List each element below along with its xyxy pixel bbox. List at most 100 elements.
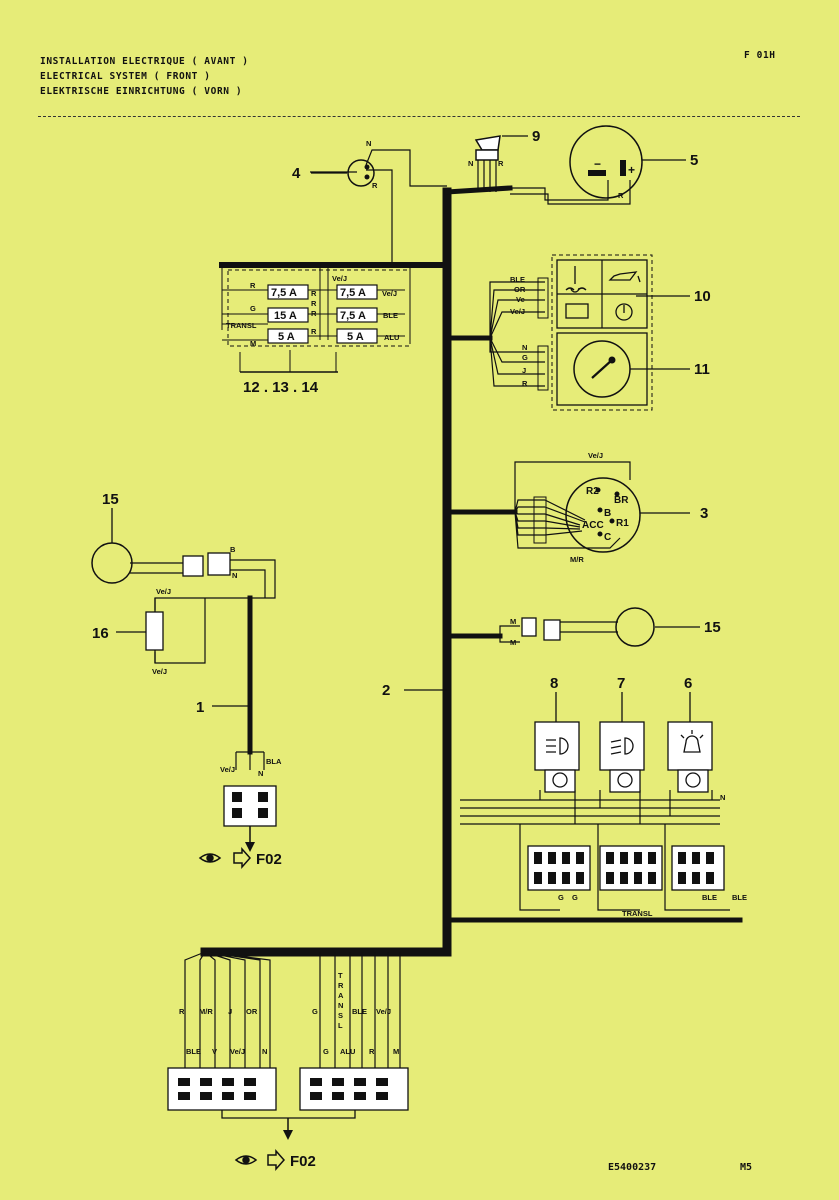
bl-top-3: OR	[246, 1007, 258, 1016]
ref-arrow-upper-head	[245, 842, 255, 852]
ign-b: B	[604, 508, 611, 519]
callout-16: 16	[92, 625, 109, 642]
ref-label-lower: F02	[290, 1153, 316, 1170]
fb-wire-left-1: G	[250, 304, 256, 313]
bl-top-0: R	[179, 1007, 185, 1016]
lb-wire-ble2: BLE	[732, 893, 747, 902]
m15r-wire-m1: M	[510, 617, 516, 626]
voltmeter-5	[569, 125, 643, 199]
h9-wire-n: N	[468, 159, 473, 168]
low-beam-icon	[610, 737, 634, 755]
eye-icon	[198, 853, 222, 863]
battery-minus-sign: −	[594, 157, 601, 171]
motor-15-right	[521, 607, 655, 647]
r16-wire-vej-bottom: Ve/J	[152, 667, 167, 676]
see-ref-upper: F02	[198, 847, 282, 869]
lamp-block-labels: G G TRANSL BLE BLE N	[558, 793, 747, 918]
battery-charge-icon	[565, 303, 589, 319]
lc-wire-n: N	[258, 769, 263, 778]
lamp-icons	[546, 730, 704, 755]
h9-wire-r: R	[498, 159, 504, 168]
fb-wire-right-0: Ve/J	[382, 289, 397, 298]
callout-11: 11	[694, 361, 710, 378]
bl-low-2: Ve/J	[230, 1047, 245, 1056]
bl-low-3: N	[262, 1047, 267, 1056]
callout-1: 1	[196, 699, 204, 716]
title-french: INSTALLATION ELECTRIQUE ( AVANT )	[40, 56, 249, 67]
callout-3: 3	[700, 505, 708, 522]
lc-wire-bla: BLA	[266, 757, 282, 766]
left-labels: B N Ve/J Ve/J Ve/J N BLA	[152, 545, 282, 778]
fb-wire-right-3: ALU	[384, 333, 399, 342]
fb-wire-mid-2: R	[311, 309, 317, 318]
fuse-box	[221, 265, 411, 373]
fb-wire-left-0: R	[250, 281, 256, 290]
m15l-wire-b: B	[230, 545, 236, 554]
page-code: F 01H	[744, 50, 776, 61]
br-low-3: M	[393, 1047, 399, 1056]
connector-blocks	[527, 845, 725, 891]
ign-r2: R2	[586, 486, 599, 497]
v5-wire-r: R	[618, 191, 624, 200]
cl-wire-or: OR	[514, 285, 526, 294]
ref-label-upper: F02	[256, 851, 282, 868]
lb-wire-g2: G	[572, 893, 578, 902]
cl-wire-r: R	[522, 379, 528, 388]
transl-letter-0: T	[338, 971, 343, 980]
callout-numbers: 4 9 5 10 11 3 15 2 8 7 6 15 16 1	[92, 128, 721, 716]
cl-wire-g: G	[522, 353, 528, 362]
lamp-units	[534, 721, 713, 793]
side-lamp-4	[347, 159, 375, 187]
l4-wire-n: N	[366, 139, 371, 148]
callout-2: 2	[382, 682, 390, 699]
transl-letter-5: L	[338, 1021, 343, 1030]
fb-wire-right-2: BLE	[383, 311, 398, 320]
bl-top-2: J	[228, 1007, 232, 1016]
title-english: ELECTRICAL SYSTEM ( FRONT )	[40, 71, 211, 82]
fb-wire-mid-1: R	[311, 299, 317, 308]
callout-10: 10	[694, 288, 711, 305]
callout-9: 9	[532, 128, 540, 145]
misc-wire-labels: N R N R R	[366, 139, 624, 200]
fb-wire-right-1: Ve/J	[332, 274, 347, 283]
fb-wire-mid-3: R	[311, 327, 317, 336]
fb-wire-left-3: M	[250, 339, 256, 348]
ign-wire-vej: Ve/J	[588, 451, 603, 460]
bl-low-1: V	[212, 1047, 217, 1056]
br-low-1: ALU	[340, 1047, 355, 1056]
coolant-temp-icon	[565, 266, 587, 293]
bottom-connectors	[167, 1067, 409, 1119]
l4-wire-r: R	[372, 181, 378, 190]
lb-wire-transl: TRANSL	[622, 909, 653, 918]
fuse-labels: 7,5 A 7,5 A 15 A 7,5 A 5 A 5 A R G TRANS…	[226, 274, 399, 396]
ref-arrow-lower-head	[283, 1130, 293, 1140]
callout-15-right: 15	[704, 619, 721, 636]
ign-wire-mr: M/R	[570, 555, 584, 564]
ign-acc: ACC	[582, 520, 604, 531]
eye-icon	[234, 1155, 258, 1165]
instrument-cluster	[537, 254, 653, 411]
high-beam-icon	[546, 737, 569, 755]
cl-wire-vej: Ve/J	[510, 307, 525, 316]
battery-plus-sign: +	[628, 163, 635, 177]
cl-wire-n: N	[522, 343, 527, 352]
bl-low-0: BLE	[186, 1047, 201, 1056]
fb-wire-left-2: TRANSL	[226, 321, 257, 330]
br-top-1: BLE	[352, 1007, 367, 1016]
callout-4: 4	[292, 165, 301, 182]
lb-wire-ble1: BLE	[702, 893, 717, 902]
br-low-0: G	[323, 1047, 329, 1056]
oil-pressure-icon	[608, 271, 641, 283]
callout-15-left: 15	[102, 491, 119, 508]
fb-wire-mid-0: R	[311, 289, 317, 298]
br-low-2: R	[369, 1047, 375, 1056]
fuse-5: 5 A	[278, 331, 295, 343]
header-divider	[38, 116, 800, 117]
br-top-2: Ve/J	[376, 1007, 391, 1016]
ign-c: C	[604, 532, 611, 543]
m15r-wire-m2: M	[510, 638, 516, 647]
sheet-number: M5	[740, 1162, 752, 1173]
left-connector-pins	[232, 792, 268, 818]
